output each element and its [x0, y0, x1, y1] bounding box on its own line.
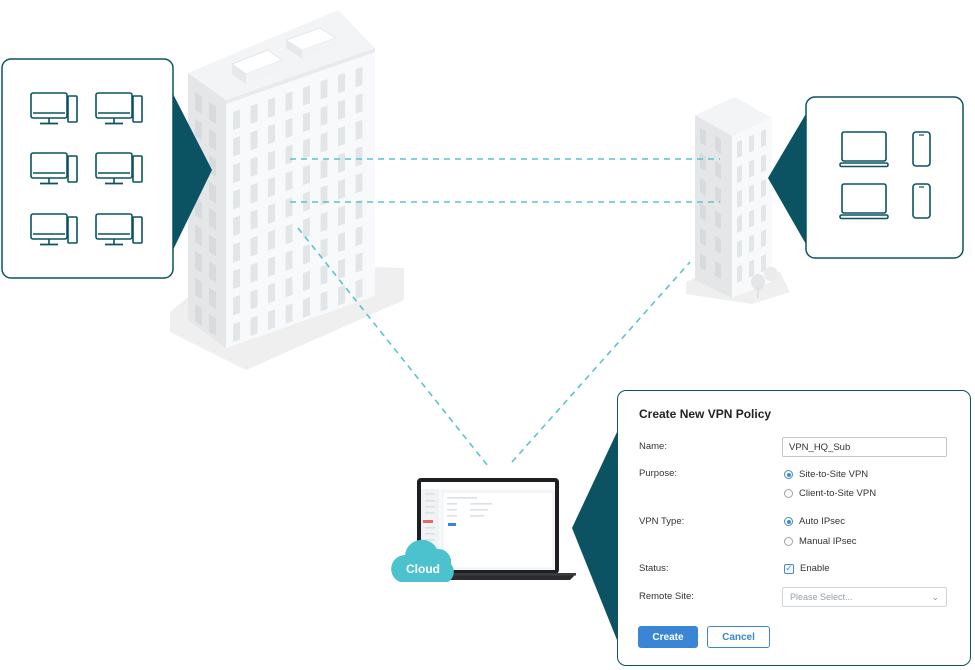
create-button[interactable]: Create — [638, 626, 698, 648]
panel-title: Create New VPN Policy — [639, 407, 772, 421]
purpose-option-label: Client-to-Site VPN — [799, 488, 877, 499]
status-enable-checkbox[interactable]: ✓ Enable — [784, 563, 830, 574]
hq-devices-callout — [1, 58, 212, 279]
vpn-type-option-auto-ipsec[interactable]: Auto IPsec — [784, 516, 845, 527]
purpose-option-site-to-site[interactable]: Site-to-Site VPN — [784, 469, 868, 480]
radio-selected-icon[interactable] — [784, 517, 793, 526]
vpn-links — [290, 158, 720, 467]
radio-unselected-icon[interactable] — [784, 489, 793, 498]
cloud-badge: Cloud — [391, 539, 454, 582]
vpn-type-option-label: Auto IPsec — [799, 516, 845, 527]
hq-building — [170, 10, 404, 370]
remote-site-label: Remote Site: — [639, 591, 694, 602]
purpose-option-client-to-site[interactable]: Client-to-Site VPN — [784, 488, 876, 499]
branch-devices-callout — [768, 96, 964, 259]
remote-site-select[interactable]: Please Select... ⌄ — [782, 587, 947, 607]
radio-selected-icon[interactable] — [784, 470, 793, 479]
vpn-type-label: VPN Type: — [639, 516, 685, 527]
checkmark-icon[interactable]: ✓ — [784, 563, 794, 574]
vpn-type-option-manual-ipsec[interactable]: Manual IPsec — [784, 536, 857, 547]
purpose-option-label: Site-to-Site VPN — [799, 469, 869, 480]
status-label: Status: — [639, 563, 669, 574]
create-vpn-policy-panel: Create New VPN Policy Name: Purpose: Sit… — [617, 390, 971, 666]
cancel-button[interactable]: Cancel — [707, 626, 770, 648]
branch-building — [686, 97, 790, 304]
purpose-label: Purpose: — [639, 468, 678, 479]
chevron-down-icon: ⌄ — [931, 591, 939, 602]
cloud-label: Cloud — [406, 562, 440, 576]
remote-site-placeholder: Please Select... — [790, 592, 853, 602]
vpn-type-option-label: Manual IPsec — [799, 536, 857, 547]
status-enable-label: Enable — [800, 563, 830, 574]
form-callout-pointer — [572, 432, 617, 640]
name-label: Name: — [639, 441, 667, 452]
name-input[interactable] — [782, 437, 947, 457]
radio-unselected-icon[interactable] — [784, 537, 793, 546]
